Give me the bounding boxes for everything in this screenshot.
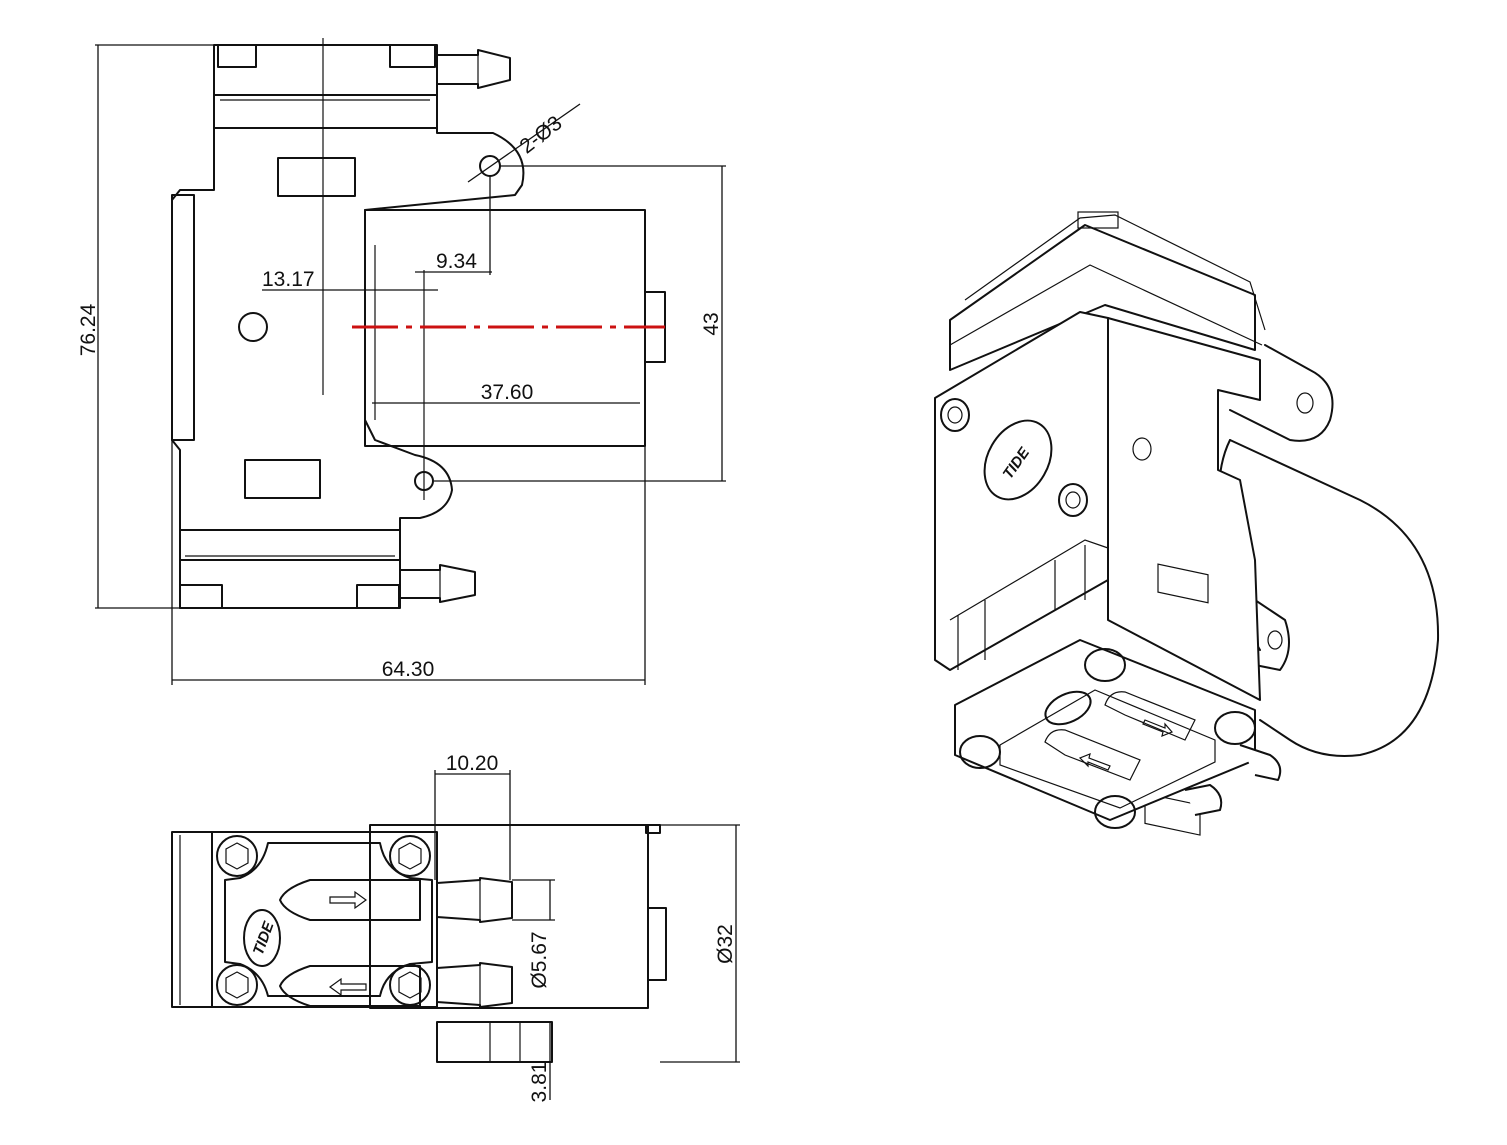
- mount-ear-top: [1229, 344, 1334, 442]
- iso-screw-a: [1084, 648, 1126, 682]
- motor-cylinder: [1229, 439, 1440, 757]
- tide-logo: TIDE: [243, 909, 281, 967]
- dim-port-length: 10.20: [446, 752, 499, 775]
- screw-bl: [216, 964, 258, 1006]
- iso-barb-2: [1184, 784, 1223, 816]
- iso-side-face: [1107, 317, 1261, 701]
- bottom-tab-left: [179, 584, 223, 609]
- arrow-right-icon: [329, 890, 368, 910]
- iso-channel-in: [1044, 729, 1141, 781]
- pump-body-outline: [171, 44, 525, 531]
- iso-logo-small: [1044, 690, 1092, 726]
- dim-port-diameter: Ø5.67: [528, 931, 551, 988]
- window-top: [277, 157, 356, 197]
- iso-barb-1: [1239, 744, 1282, 781]
- window-bottom: [244, 459, 321, 499]
- screw-tl: [216, 835, 258, 877]
- iso-screw-d: [1094, 795, 1136, 829]
- dim-port-offset: 3.81: [528, 1062, 551, 1103]
- side-plate-top-view: [171, 831, 213, 1008]
- barb-inlet: [436, 962, 513, 1008]
- top-cap: [213, 94, 438, 129]
- side-plate: [171, 194, 195, 441]
- dim-height-total: 76.24: [77, 303, 100, 356]
- top-tab-left: [217, 44, 257, 68]
- top-barb: [436, 49, 511, 89]
- port-stub: [436, 1021, 553, 1063]
- top-view: TIDE 10.20 Ø5.67 Ø32 3.81: [171, 752, 740, 1103]
- dim-motor-diameter: Ø32: [714, 924, 737, 964]
- bottom-tab-right: [356, 584, 400, 609]
- arrow-left-icon: [328, 977, 367, 997]
- mount-ear-bottom: [1254, 599, 1290, 671]
- motor-end-cap-top-view: [647, 907, 667, 981]
- hole-leader: [467, 103, 581, 183]
- screw-br: [389, 964, 431, 1006]
- dim-mount-spacing: 43: [700, 312, 723, 335]
- front-view: 76.24 2-Ø3 13.17 9.34 43 37.60 64.30: [77, 38, 726, 685]
- dim-offset-b: 9.34: [436, 250, 477, 273]
- inlet-channel: [279, 965, 421, 1007]
- screw-tr: [389, 835, 431, 877]
- barb-outlet: [436, 877, 513, 923]
- iso-screw-top: [940, 398, 970, 432]
- dim-motor-length: 37.60: [481, 381, 534, 404]
- iso-top-cap: [949, 224, 1256, 371]
- iso-channel-out: [1104, 691, 1196, 741]
- isometric-view: TIDE: [934, 211, 1440, 836]
- iso-screw-c: [1214, 711, 1256, 745]
- iso-window-top: [1157, 563, 1209, 604]
- center-hole: [238, 312, 268, 342]
- iso-window-bottom: [1144, 792, 1201, 836]
- dim-offset-a: 13.17: [262, 268, 315, 291]
- iso-arrow-left-icon: [1078, 753, 1111, 771]
- iso-arrow-right-icon: [1142, 719, 1174, 737]
- outlet-channel: [279, 879, 421, 921]
- dim-overall-length: 64.30: [382, 658, 435, 681]
- svg-text:TIDE: TIDE: [250, 919, 278, 958]
- top-tab-right: [389, 44, 436, 68]
- bottom-barb: [399, 564, 476, 603]
- iso-screw-b: [959, 735, 1001, 769]
- iso-screw-bottom: [1058, 483, 1088, 517]
